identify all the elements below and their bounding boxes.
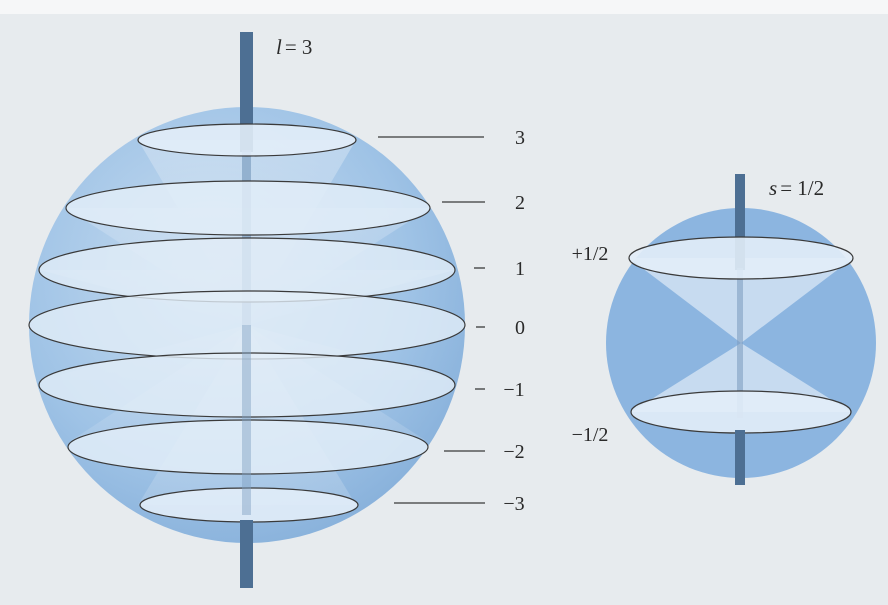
projection-label-m-3: −3: [503, 493, 524, 515]
disk-m-2: [67, 419, 429, 475]
orbital-quantum-label: l= 3: [276, 35, 312, 59]
projection-label-m-1: −1: [503, 379, 524, 401]
projection-label-m-2: −2: [503, 441, 524, 463]
disk-m2: [65, 180, 431, 236]
spin-disk-up: [628, 236, 854, 280]
projection-label-m3: 3: [515, 127, 525, 149]
projection-label-m0: 0: [515, 317, 525, 339]
projection-label-m2: 2: [515, 192, 525, 214]
spin-axis-rod-upper: [735, 174, 745, 270]
spin-projection-label-up: +1/2: [572, 243, 609, 265]
disk-m3: [137, 123, 357, 157]
page-top-band: [0, 0, 888, 14]
spin-sphere-group: s= 1/2 +1/2 −1/2: [572, 174, 876, 485]
spin-axis-rod-lower: [735, 430, 745, 485]
orbital-axis-rod-bottom: [240, 520, 253, 588]
spin-axis-rod-inner: [737, 268, 743, 418]
orbital-sphere-group: l= 3 3 2 1 0 −1 −2 −3: [28, 32, 525, 588]
spin-projection-label-down: −1/2: [572, 424, 609, 446]
spin-quantum-label: s= 1/2: [769, 176, 824, 200]
orbital-axis-rod-upper: [240, 32, 253, 152]
disk-m-1: [38, 352, 456, 418]
projection-label-m1: 1: [515, 258, 525, 280]
spin-disk-down: [630, 390, 852, 434]
orbital-axis-rod-lower: [242, 325, 251, 515]
